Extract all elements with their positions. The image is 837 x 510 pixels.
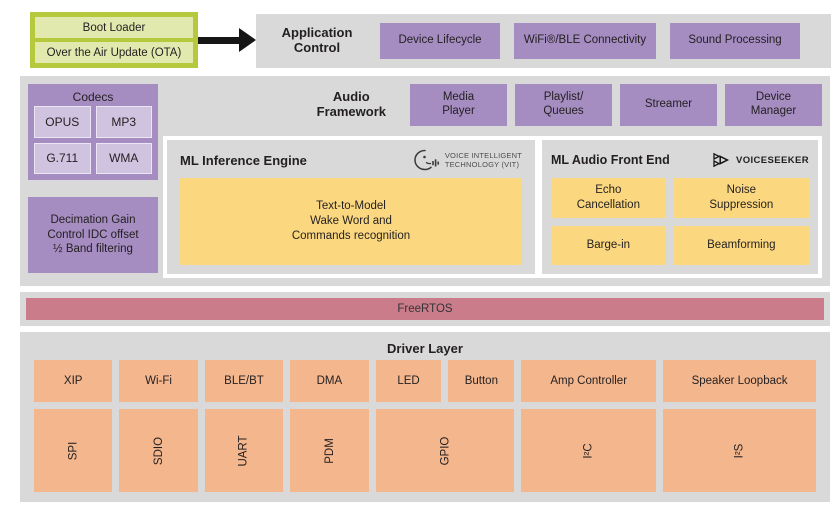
driver-pdm-label: PDM xyxy=(323,437,336,464)
codec-mp3-box: MP3 xyxy=(95,106,152,138)
driver-i2s-label: I²S xyxy=(733,443,746,458)
driver-spi-box: SPI xyxy=(34,409,113,492)
echo-cancellation-box: Echo Cancellation xyxy=(551,178,666,218)
vit-head-profile-speech-icon xyxy=(414,149,439,171)
driver-uart-label: UART xyxy=(237,434,250,467)
driver-i2c-label: I²C xyxy=(582,442,595,459)
driver-ble-bt-box: BLE/BT xyxy=(204,360,284,402)
driver-gpio-box: GPIO xyxy=(375,409,515,492)
freertos-panel: FreeRTOS xyxy=(20,292,830,326)
application-control-title: Application Control xyxy=(281,25,353,55)
playlist-queues-box: Playlist/ Queues xyxy=(515,84,612,126)
audio-framework-right-column: Audio Framework Media Player Playlist/ Q… xyxy=(163,84,822,278)
codec-g711-box: G.711 xyxy=(34,142,91,174)
audio-framework-left-column: Codecs OPUS MP3 G.711 WMA Decimation Gai… xyxy=(28,84,158,278)
top-row: Boot Loader Over the Air Update (OTA) Ap… xyxy=(30,12,831,68)
arrow-shaft xyxy=(198,36,239,44)
ml-afe-header: ML Audio Front End VOICESEEKER xyxy=(551,145,809,175)
codec-opus-box: OPUS xyxy=(34,106,91,138)
driver-grid: XIP Wi-Fi BLE/BT DMA LED Button Amp Cont… xyxy=(34,360,816,492)
driver-led-box: LED xyxy=(375,360,442,402)
decimation-gain-control-box: Decimation Gain Control IDC offset ½ Ban… xyxy=(28,197,158,273)
vit-logo-text: VOICE INTELLIGENT TECHNOLOGY (VIT) xyxy=(444,150,522,169)
streamer-box: Streamer xyxy=(620,84,717,126)
arrow-right-icon xyxy=(198,12,256,68)
media-player-box: Media Player xyxy=(410,84,507,126)
sound-processing-box: Sound Processing xyxy=(670,23,800,59)
driver-gpio-label: GPIO xyxy=(438,436,451,465)
ml-audio-front-end-panel: ML Audio Front End VOICESEEKER Echo Canc… xyxy=(538,136,822,278)
codecs-title: Codecs xyxy=(72,89,114,104)
ml-audio-front-end-title: ML Audio Front End xyxy=(551,153,670,167)
driver-layer-title: Driver Layer xyxy=(387,340,463,356)
driver-sdio-label: SDIO xyxy=(152,436,165,465)
codec-wma-box: WMA xyxy=(95,142,152,174)
ml-afe-grid: Echo Cancellation Noise Suppression Barg… xyxy=(551,178,809,265)
voiceseeker-logo: VOICESEEKER xyxy=(712,152,809,168)
application-control-panel: Application Control Device Lifecycle WiF… xyxy=(256,14,831,68)
audio-framework-header: Audio Framework Media Player Playlist/ Q… xyxy=(163,84,822,126)
driver-amp-controller-box: Amp Controller xyxy=(521,360,657,402)
vit-logo: VOICE INTELLIGENT TECHNOLOGY (VIT) xyxy=(413,149,522,171)
ml-inference-engine-panel: ML Inference Engine VOICE INTELLIGENT TE… xyxy=(163,136,539,278)
ml-inference-header: ML Inference Engine VOICE INTELLIGENT TE… xyxy=(180,145,522,175)
driver-uart-box: UART xyxy=(204,409,284,492)
device-manager-box: Device Manager xyxy=(725,84,822,126)
ota-update-box: Over the Air Update (OTA) xyxy=(35,42,193,63)
audio-framework-panel: Codecs OPUS MP3 G.711 WMA Decimation Gai… xyxy=(20,76,830,286)
driver-pdm-box: PDM xyxy=(290,409,369,492)
noise-suppression-box: Noise Suppression xyxy=(673,178,809,218)
text-to-model-box: Text-to-Model Wake Word and Commands rec… xyxy=(180,178,522,265)
ml-row: ML Inference Engine VOICE INTELLIGENT TE… xyxy=(163,136,822,278)
boot-loader-group: Boot Loader Over the Air Update (OTA) xyxy=(30,12,198,68)
freertos-bar: FreeRTOS xyxy=(26,298,824,320)
driver-speaker-loopback-box: Speaker Loopback xyxy=(663,360,816,402)
driver-wifi-box: Wi-Fi xyxy=(119,360,198,402)
driver-i2c-box: I²C xyxy=(521,409,657,492)
driver-sdio-box: SDIO xyxy=(119,409,198,492)
wifi-ble-connectivity-box: WiFi®/BLE Connectivity xyxy=(514,23,656,59)
ml-inference-engine-title: ML Inference Engine xyxy=(180,152,307,168)
audio-framework-title: Audio Framework xyxy=(316,89,386,119)
beamforming-box: Beamforming xyxy=(673,225,809,265)
driver-xip-box: XIP xyxy=(34,360,113,402)
driver-spi-label: SPI xyxy=(67,441,80,460)
codecs-grid: OPUS MP3 G.711 WMA xyxy=(34,106,152,174)
driver-i2s-box: I²S xyxy=(663,409,816,492)
voiceseeker-triangles-icon xyxy=(713,152,730,168)
boot-loader-box: Boot Loader xyxy=(35,17,193,38)
driver-dma-box: DMA xyxy=(290,360,369,402)
device-lifecycle-box: Device Lifecycle xyxy=(380,23,500,59)
arrow-head xyxy=(239,28,256,52)
barge-in-box: Barge-in xyxy=(551,225,666,265)
driver-button-box: Button xyxy=(448,360,515,402)
codecs-group: Codecs OPUS MP3 G.711 WMA xyxy=(28,84,158,180)
driver-layer-panel: Driver Layer XIP Wi-Fi BLE/BT DMA LED Bu… xyxy=(20,332,830,502)
voiceseeker-logo-text: VOICESEEKER xyxy=(735,154,809,166)
